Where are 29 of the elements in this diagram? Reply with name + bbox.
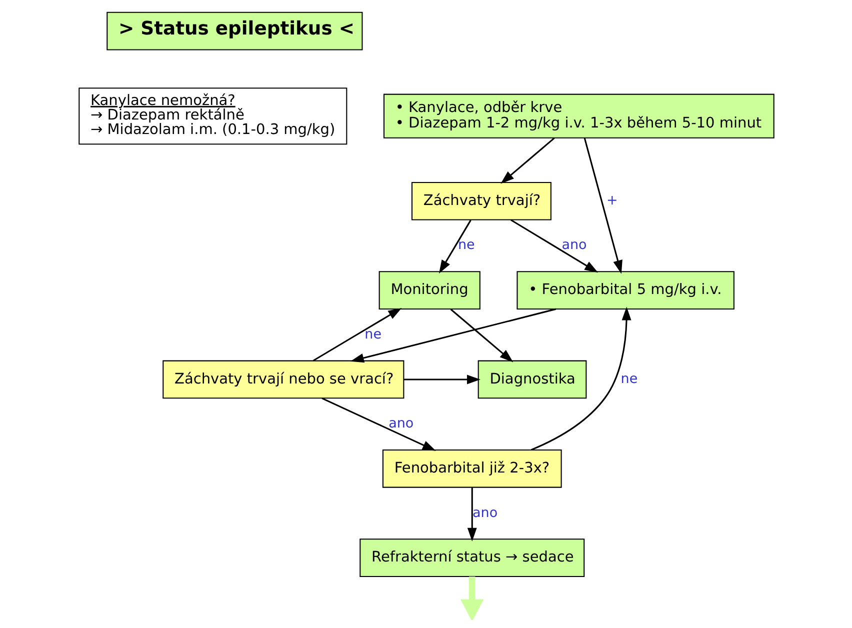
arrow [466,488,476,542]
node-box: Kanylace nemožná? → Diazepam rektálně → Midazolam i.m. (0.1-0.3 mg/kg) [78,88,347,145]
edge-label: ne [458,237,474,254]
edge-label: + [606,192,618,209]
node-box: • Fenobarbital 5 mg/kg i.v. [516,271,734,310]
node-box: Fenobarbital již 2-3x? [382,449,562,488]
edge-label: ano [561,237,586,254]
node-box: Monitoring [378,271,480,310]
arrow [450,308,513,362]
arrow [312,308,402,362]
arrow [583,138,622,274]
node-box: Záchvaty trvají? [410,182,551,220]
arrow [350,308,556,363]
edge-label: ano [472,504,498,521]
arrow [438,220,471,274]
arrow [510,219,598,273]
node-box: Záchvaty trvají nebo se vrací? [162,360,404,399]
node-box: • Kanylace, odběr krve • Diazepam 1-2 mg/kg i.v. 1-3x během 5-10 minut [382,94,774,138]
node-box: Diagnostika [477,360,586,399]
arrow [403,374,480,384]
edge-label: ne [364,326,382,342]
node-box: > Status epileptikus < [106,12,362,50]
node-box: Refrakterní status → sedace [359,538,584,577]
arrow [530,306,631,451]
arrow [460,576,484,620]
edge-label: ano [388,416,414,432]
arrow [321,398,436,451]
edge-label: ne [620,370,638,387]
arrow [500,137,554,184]
